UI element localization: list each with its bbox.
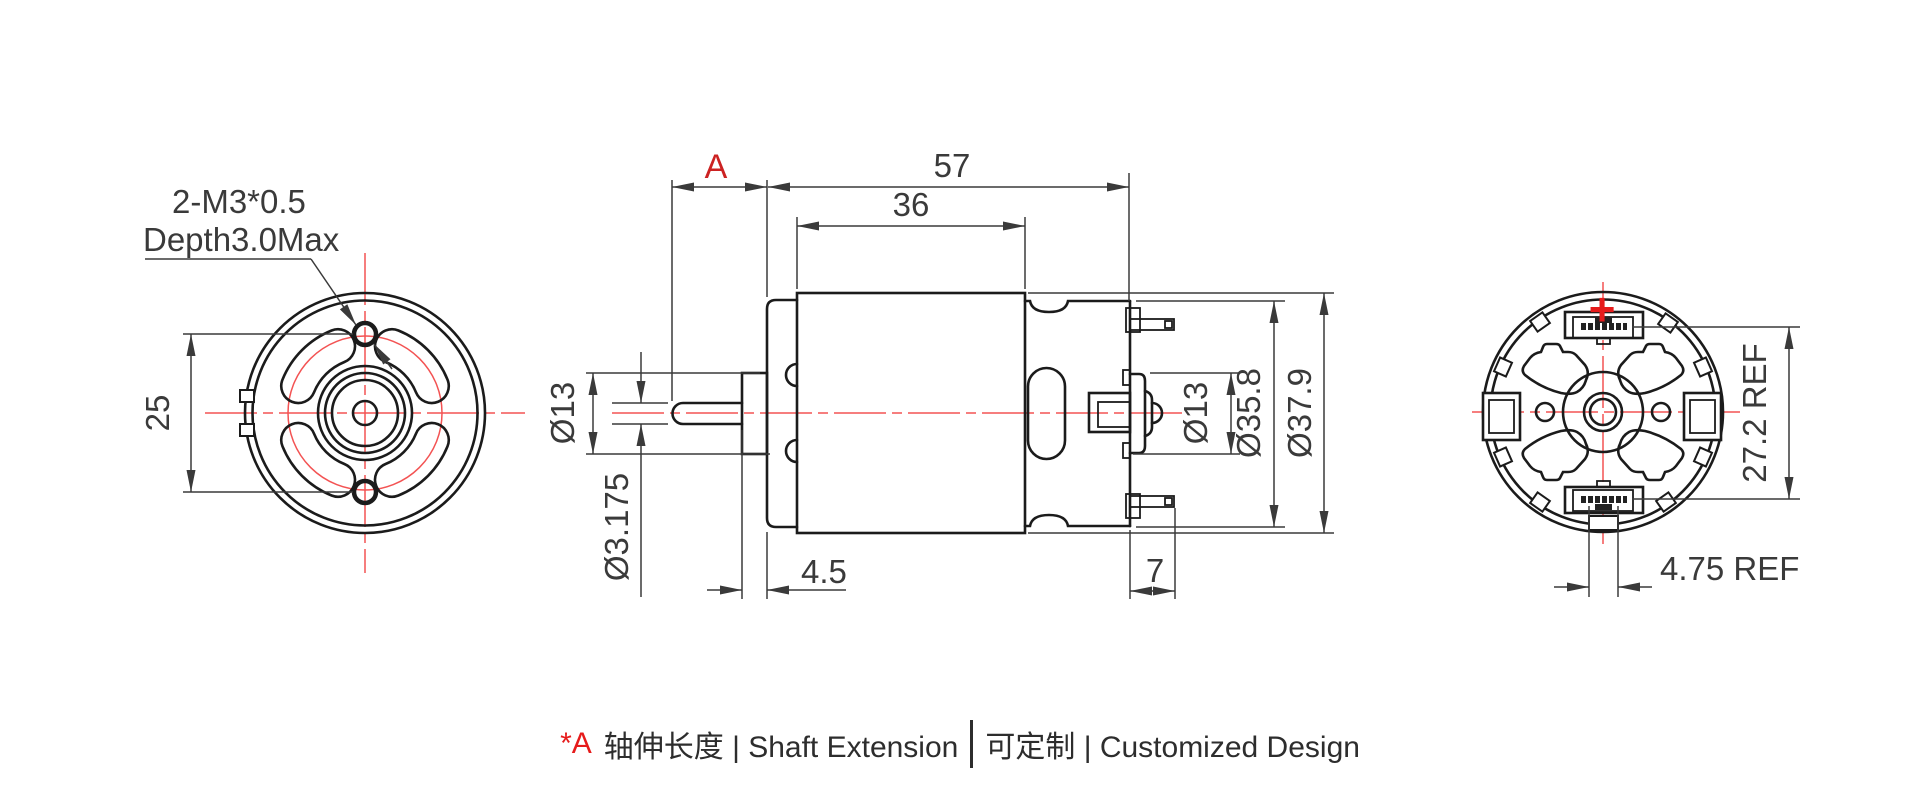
dim-4_75-label: 4.75 REF bbox=[1660, 550, 1799, 587]
dim-body-dia: Ø37.9 bbox=[1028, 292, 1334, 534]
footer-note-prefix: *A bbox=[560, 727, 592, 760]
rear-view: + 27.2 REF 4.75 REF bbox=[1472, 282, 1800, 597]
front-view: 25 2-M3*0.5 Depth3.0Max bbox=[139, 183, 525, 573]
dim-shaft-dia: Ø3.175 bbox=[598, 352, 668, 597]
dim-25-label: 25 bbox=[139, 395, 176, 432]
side-view: A 57 36 Ø13 Ø3.175 bbox=[544, 147, 1334, 599]
vent-slot-ne bbox=[373, 327, 451, 405]
dim-overall-length: 57 bbox=[768, 147, 1130, 301]
motor-shaft bbox=[671, 401, 744, 426]
dim-36-label: 36 bbox=[893, 186, 930, 223]
brush-hole-left bbox=[1534, 401, 1556, 423]
dim-terminal-length: 7 bbox=[1129, 508, 1176, 599]
footer-note: *A 轴伸长度 | Shaft Extension 可定制 | Customiz… bbox=[0, 716, 1920, 772]
endbell-vent bbox=[1026, 366, 1067, 461]
brush-hole-right bbox=[1650, 401, 1672, 423]
rim-tabs bbox=[1492, 310, 1714, 531]
vent-slot-se bbox=[373, 421, 451, 499]
front-endcap bbox=[765, 298, 799, 529]
thread-callout: 2-M3*0.5 Depth3.0Max bbox=[143, 183, 393, 370]
mounting-ear-left bbox=[1481, 391, 1522, 442]
dim-7-label: 7 bbox=[1146, 552, 1164, 589]
thread-label-line1: 2-M3*0.5 bbox=[172, 183, 306, 220]
front-centerlines bbox=[205, 253, 525, 573]
dim-shaft-dia-label: Ø3.175 bbox=[598, 473, 635, 581]
footer-note-shaft: 轴伸长度 | Shaft Extension bbox=[603, 731, 959, 764]
footer-divider bbox=[970, 720, 974, 768]
vent-slot-nw bbox=[279, 327, 357, 405]
dim-endbell-dia: Ø35.8 bbox=[1136, 300, 1285, 528]
dim-front-boss-dia: Ø13 bbox=[544, 372, 770, 455]
rear-bearing-boss bbox=[1087, 369, 1164, 459]
dim-can-length: 36 bbox=[796, 186, 1026, 289]
rear-terminal-top bbox=[1563, 310, 1645, 345]
terminal-bottom bbox=[1125, 493, 1175, 519]
shaft-hole bbox=[351, 399, 379, 427]
polarity-plus-mark: + bbox=[1589, 283, 1616, 335]
dim-rear-boss-dia: Ø13 bbox=[1133, 372, 1240, 455]
dim-A-label: A bbox=[705, 148, 728, 186]
dim-terminal-width: 4.75 REF bbox=[1554, 506, 1799, 597]
dim-4_5-label: 4.5 bbox=[801, 553, 847, 590]
dim-body-dia-label: Ø37.9 bbox=[1281, 368, 1318, 458]
motor-can bbox=[795, 291, 1027, 535]
terminal-top bbox=[1125, 307, 1175, 333]
dim-front-boss-label: Ø13 bbox=[544, 382, 581, 444]
dim-rear-boss-label: Ø13 bbox=[1177, 382, 1214, 444]
mounting-ear-right bbox=[1682, 391, 1723, 442]
dim-terminal-spacing: 27.2 REF bbox=[1632, 326, 1800, 500]
mounting-hole-top bbox=[351, 320, 379, 348]
rear-terminal-bottom bbox=[1563, 480, 1645, 515]
dim-27_2-label: 27.2 REF bbox=[1736, 343, 1773, 482]
thread-label-line2: Depth3.0Max bbox=[143, 221, 340, 258]
dim-shaft-extension: A bbox=[671, 148, 768, 401]
dim-endbell-dia-label: Ø35.8 bbox=[1230, 368, 1267, 458]
dim-boss-protrusion: 4.5 bbox=[707, 430, 847, 599]
footer-note-custom: 可定制 | Customized Design bbox=[985, 731, 1360, 764]
rim-notch bbox=[239, 389, 255, 403]
mounting-hole-bottom bbox=[351, 478, 379, 506]
vent-slot-sw bbox=[279, 421, 357, 499]
dim-57-label: 57 bbox=[934, 147, 971, 184]
dim-hole-spacing: 25 bbox=[139, 333, 353, 493]
rim-notch bbox=[239, 423, 255, 437]
